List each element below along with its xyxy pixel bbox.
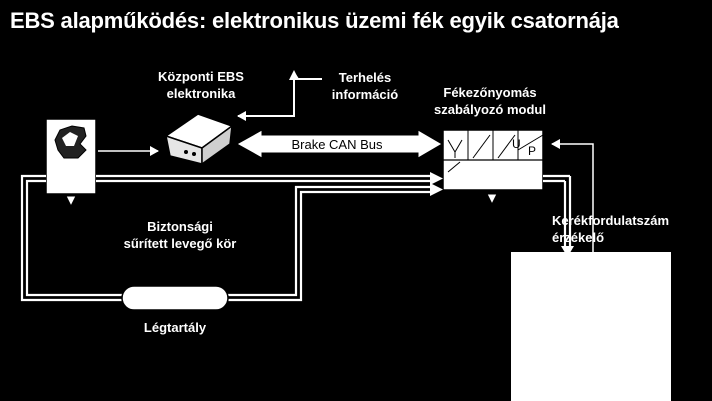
ebs-electronics-label: Központi EBS elektronika [158, 69, 244, 101]
safety-circuit-label: Biztonsági sűrített levegő kör [123, 219, 237, 251]
module-p: P [528, 144, 536, 158]
can-bus-arrow [235, 129, 443, 159]
load-info-arrow [237, 78, 322, 121]
pressure-module-label: Fékezőnyomás szabályozó modul [434, 85, 546, 117]
ebs-ecu-icon [164, 113, 234, 166]
load-info-label: Terhelés információ [331, 70, 399, 102]
module-u: U [512, 137, 521, 151]
page-title: EBS alapműködés: elektronikus üzemi fék … [10, 8, 619, 33]
wheel-sensor-label: Kerékfordulatszám érzékelő [552, 213, 670, 245]
air-tank-icon [121, 285, 229, 311]
brake-valve-icon [45, 118, 97, 208]
brake-chamber [511, 252, 671, 401]
sensor-signal-line [551, 139, 594, 252]
pressure-module [442, 129, 544, 206]
can-bus-label: Brake CAN Bus [291, 137, 383, 152]
air-tank-label: Légtartály [143, 320, 207, 335]
air-lines [20, 174, 572, 302]
